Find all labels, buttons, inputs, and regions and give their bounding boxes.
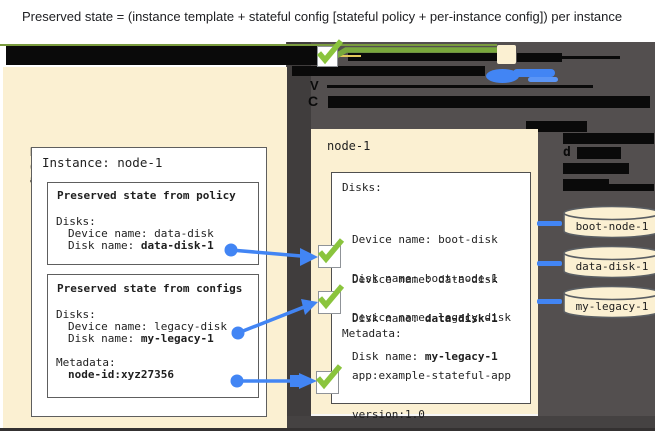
disk-name-value: data-disk-1 — [424, 312, 498, 325]
checkbox-legacy-disk — [317, 284, 345, 314]
device-name-line: Device name: data-disk — [68, 227, 214, 240]
redaction-bar — [604, 184, 654, 191]
panel-divider — [287, 42, 311, 416]
vm-disks-box: Disks: Device name: boot-disk Disk name:… — [331, 172, 531, 421]
disk-label: boot-node-1 — [576, 220, 649, 233]
disk-name-value: my-legacy-1 — [140, 332, 214, 345]
redaction-glyph: d — [563, 145, 571, 160]
blue-redaction-bar — [513, 69, 555, 77]
disk-label: data-disk-1 — [576, 260, 649, 273]
green-rule-line — [0, 44, 497, 46]
redaction-bar — [577, 147, 621, 159]
disk-name-line: Disk name: my-legacy-1 — [68, 332, 214, 345]
preserved-state-policy-box: Preserved state from policy Disks: Devic… — [47, 182, 259, 265]
redaction-bar — [563, 163, 629, 174]
disk-cylinder-boot: boot-node-1 — [563, 205, 655, 239]
disks-label: Disks: — [56, 308, 96, 321]
redaction-bar — [348, 53, 497, 61]
disk-connector — [537, 221, 562, 226]
checkmark-icon — [315, 364, 343, 390]
boot-disk-lines: Device name: boot-disk Disk name: boot-n… — [352, 233, 498, 285]
template-mini-box — [497, 45, 516, 64]
checkmark-icon — [317, 284, 345, 310]
blue-redaction-bar — [528, 77, 558, 82]
device-name-line: Device name: legacy-disk — [68, 320, 227, 333]
disk-label: my-legacy-1 — [576, 300, 649, 313]
metadata-label: Metadata: — [342, 327, 402, 340]
redaction-glyph: V — [310, 78, 319, 93]
disk-cylinder-data: data-disk-1 — [563, 245, 655, 279]
disk-connector — [537, 299, 562, 304]
redaction-bar — [292, 66, 485, 76]
redaction-bar — [327, 85, 593, 88]
checkmark-icon — [317, 238, 345, 264]
redaction-bar — [328, 96, 650, 108]
metadata-lines: app:example-stateful-app version:1.0 nod… — [352, 369, 511, 421]
disks-label: Disks: — [342, 181, 382, 194]
checkbox-data-disk — [317, 238, 345, 268]
policy-box-title: Preserved state from policy — [57, 189, 236, 202]
bottom-edge-line — [0, 428, 655, 431]
blue-redaction-ellipse — [486, 69, 519, 83]
disk-cylinder-legacy: my-legacy-1 — [563, 285, 655, 319]
redaction-bar — [562, 56, 620, 59]
metadata-value: node-id:xyz27356 — [68, 368, 174, 381]
data-disk-lines: Device name: data-disk Disk name: data-d… — [352, 273, 498, 325]
redaction-bar — [526, 121, 587, 132]
redaction-bar — [563, 133, 654, 144]
redaction-bar — [6, 46, 317, 65]
preserved-state-configs-box: Preserved state from configs Disks: Devi… — [47, 274, 259, 398]
disk-name-value: data-disk-1 — [140, 239, 214, 252]
bottom-band — [286, 416, 655, 431]
vm-title: node-1 — [327, 139, 371, 153]
redaction-bar — [517, 53, 562, 62]
disks-label: Disks: — [56, 215, 96, 228]
configs-box-title: Preserved state from configs — [57, 282, 243, 295]
metadata-label: Metadata: — [56, 356, 116, 369]
redaction-glyph: C — [308, 93, 319, 109]
disk-name-value: my-legacy-1 — [424, 350, 498, 363]
checkmark-icon — [316, 39, 344, 65]
disk-connector — [537, 261, 562, 266]
checkbox-node-id — [315, 364, 343, 394]
diagram-title: Preserved state = (instance template + s… — [22, 9, 623, 24]
redaction-bar — [563, 179, 609, 191]
instance-title: Instance: node-1 — [42, 155, 163, 170]
disk-name-line: Disk name: data-disk-1 — [68, 239, 214, 252]
legacy-disk-lines: Device name: legacy-disk Disk name: my-l… — [352, 311, 511, 363]
checkbox-template — [316, 39, 344, 67]
